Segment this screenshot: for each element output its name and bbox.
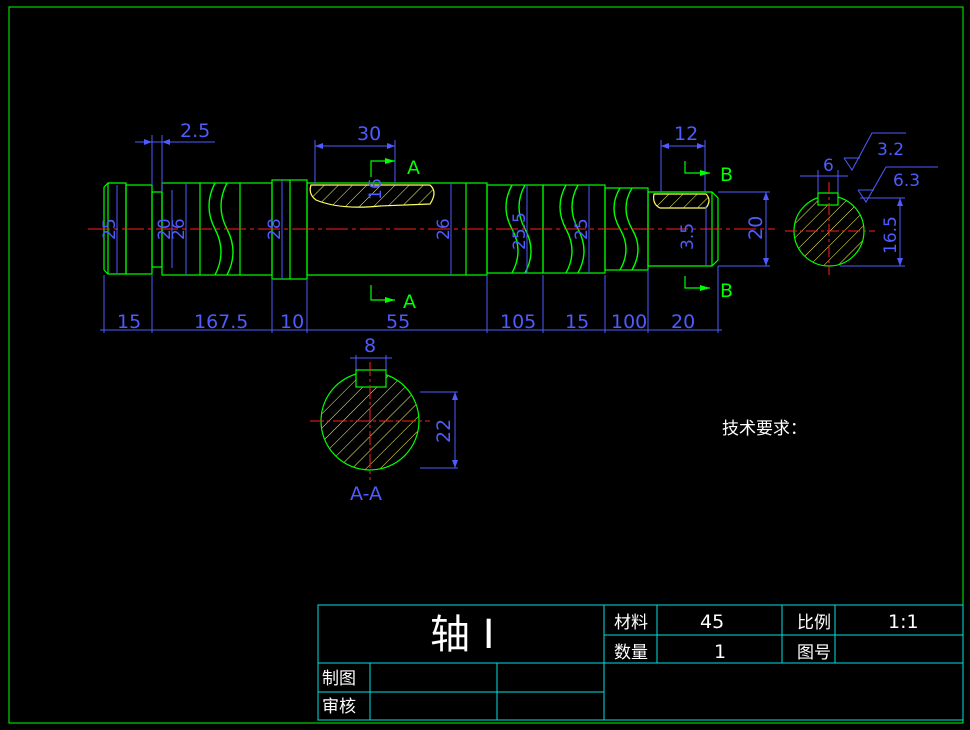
- drawing-no-label: 图号: [797, 643, 831, 663]
- scale-value: 1:1: [888, 611, 919, 633]
- section-a-bottom: A: [403, 291, 416, 313]
- dim-bottom-4: 105: [500, 311, 536, 333]
- drawing-border: [8, 6, 964, 724]
- dim-25a: 25: [100, 218, 120, 240]
- dimension-arrows: [144, 139, 903, 468]
- dim-bottom-2: 10: [280, 311, 304, 333]
- drawn-by-label: 制图: [322, 669, 356, 689]
- dim-bottom-7: 20: [671, 311, 695, 333]
- dimension-texts: 2.5 30 12 6 3.2 6.3 25 20 26 28 16 26 25…: [100, 120, 920, 443]
- dim-20a: 20: [155, 218, 175, 240]
- roughness-symbols: [843, 132, 938, 203]
- keyway-main: [309, 184, 435, 208]
- dim-22: 22: [433, 419, 455, 443]
- material-label: 材料: [614, 613, 648, 633]
- dim-30: 30: [357, 123, 381, 145]
- section-markers: [370, 160, 710, 301]
- quantity-value: 1: [714, 641, 726, 663]
- dim-26b: 26: [434, 218, 454, 240]
- scale-label: 比例: [797, 613, 831, 633]
- title-block: [317, 604, 964, 721]
- dim-16: 16: [366, 178, 386, 200]
- dim-25b: 25: [572, 218, 592, 240]
- section-a-a-label: A-A: [350, 483, 382, 505]
- dim-26a: 26: [169, 218, 189, 240]
- section-a-top: A: [407, 157, 420, 179]
- section-a-a-view: [310, 362, 430, 480]
- dim-8: 8: [364, 335, 376, 357]
- material-value: 45: [700, 611, 724, 633]
- dim-bottom-3: 55: [386, 311, 410, 333]
- dim-bottom-0: 15: [117, 311, 141, 333]
- keyway-end: [653, 193, 710, 209]
- dim-12: 12: [674, 123, 698, 145]
- dim-28: 28: [265, 218, 285, 240]
- dim-6: 6: [823, 156, 834, 176]
- dim-bottom-5: 15: [565, 311, 589, 333]
- dim-3-5: 3.5: [678, 223, 698, 250]
- dim-2-5: 2.5: [180, 120, 210, 142]
- part-name: 轴 I: [430, 612, 495, 658]
- dimension-lines: [100, 135, 905, 469]
- checked-by-label: 审核: [322, 697, 356, 717]
- dim-16-5: 16.5: [881, 216, 901, 254]
- dim-25-5: 25.5: [510, 212, 530, 250]
- section-b-top: B: [720, 164, 733, 186]
- section-b-view: [785, 182, 875, 275]
- section-b-bottom: B: [720, 280, 733, 302]
- dim-bottom-1: 167.5: [194, 311, 248, 333]
- dim-bottom-6: 100: [611, 311, 647, 333]
- dim-6-3: 6.3: [893, 171, 920, 191]
- dim-20b: 20: [745, 216, 767, 240]
- technical-requirements: 技术要求：: [722, 419, 807, 439]
- dim-3-2: 3.2: [877, 140, 904, 160]
- quantity-label: 数量: [614, 643, 648, 663]
